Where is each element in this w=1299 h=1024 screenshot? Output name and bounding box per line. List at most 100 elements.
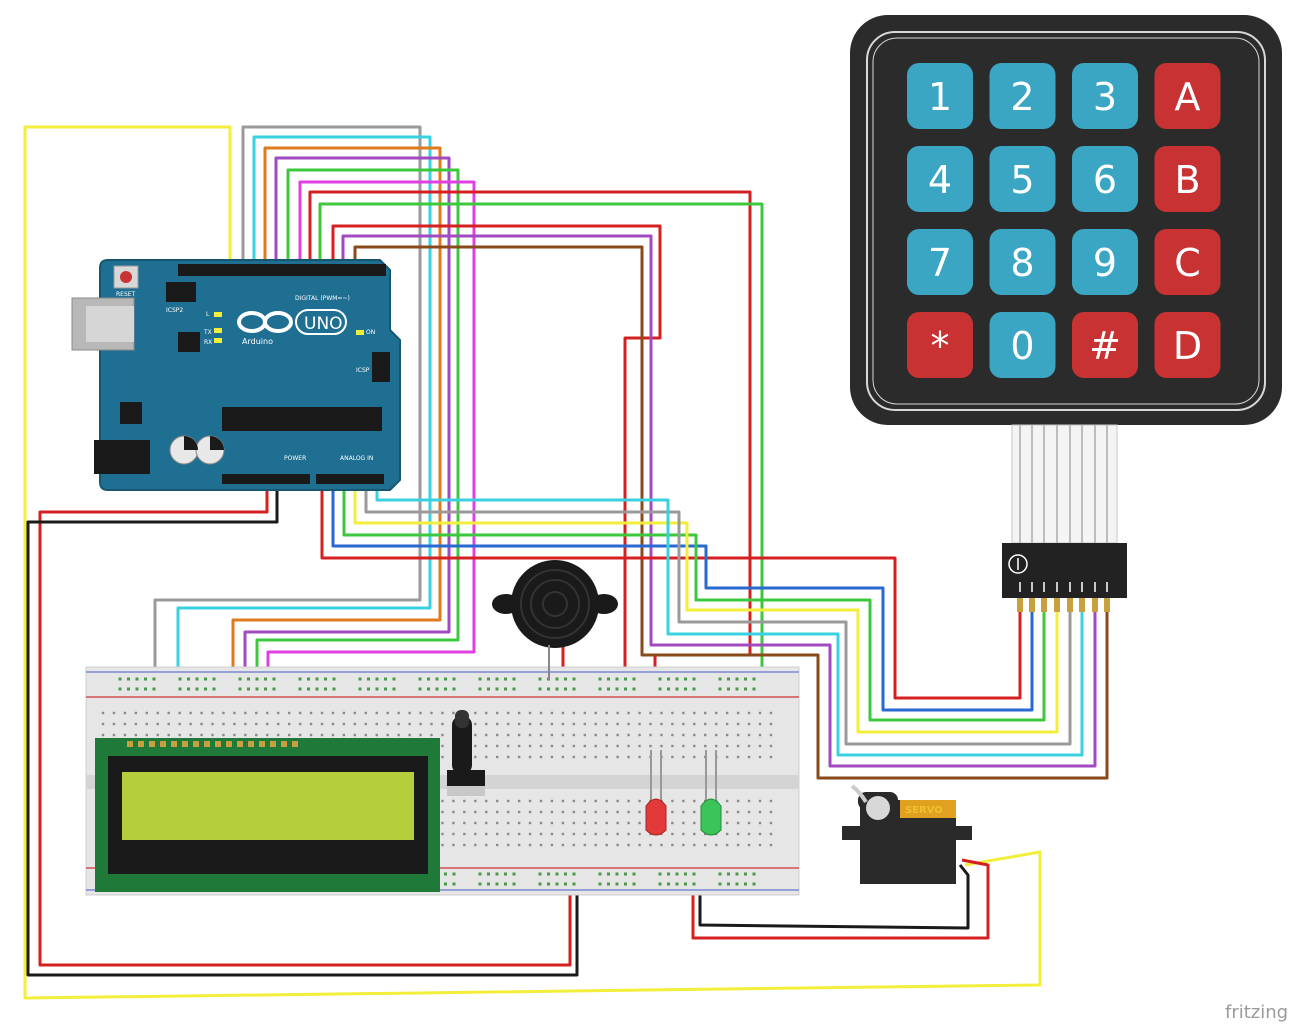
rail-hole: [324, 687, 327, 691]
lcd-display: [95, 738, 440, 892]
bb-hole: [671, 832, 674, 836]
rail-hole: [564, 677, 567, 681]
rail-hole: [238, 687, 242, 691]
key-a: A: [1154, 63, 1221, 129]
bb-hole: [638, 744, 641, 748]
bb-hole: [441, 832, 444, 836]
rail-hole: [324, 677, 327, 681]
bb-hole: [693, 733, 696, 737]
bb-hole: [693, 821, 696, 825]
bb-hole: [616, 821, 619, 825]
bb-hole: [244, 711, 247, 715]
bb-hole: [715, 711, 718, 715]
lcd-pin: [292, 741, 298, 747]
bb-hole: [277, 711, 280, 715]
wire-purple-d10: [243, 156, 451, 725]
bb-hole: [682, 744, 685, 748]
wire-cyan-d12: [176, 135, 432, 725]
bb-hole: [769, 821, 773, 825]
bb-hole: [353, 711, 357, 715]
bb-hole: [736, 843, 740, 847]
bb-hole: [736, 810, 740, 814]
bb-hole: [693, 755, 696, 759]
lcd-pin: [127, 741, 133, 747]
rail-hole: [632, 687, 636, 691]
bb-hole: [747, 722, 751, 726]
bb-hole: [572, 832, 576, 836]
bb-hole: [550, 832, 554, 836]
bb-hole: [594, 711, 597, 715]
bb-hole: [134, 711, 138, 715]
bb-hole: [660, 744, 663, 748]
bb-hole: [485, 755, 488, 759]
rail-hole: [718, 872, 722, 876]
key-6: 6: [1072, 146, 1138, 212]
rail-hole: [615, 677, 619, 681]
bb-hole: [561, 733, 565, 737]
bb-hole: [430, 711, 433, 715]
rail-hole: [684, 872, 687, 876]
wire-gray-a4: [364, 478, 1072, 746]
bb-hole: [671, 755, 674, 759]
bb-hole: [693, 832, 696, 836]
bb-hole: [594, 832, 597, 836]
lcd-pin: [182, 741, 188, 747]
bb-hole: [463, 843, 466, 847]
bb-hole: [145, 711, 148, 715]
bb-hole: [441, 799, 444, 803]
bb-hole: [583, 821, 586, 825]
wire-cyan-a5: [375, 478, 1084, 757]
bb-hole: [123, 711, 127, 715]
servo-label: SERVO: [905, 805, 943, 816]
rail-hole: [752, 882, 756, 886]
bb-hole: [704, 744, 707, 748]
power-label: POWER: [284, 455, 306, 462]
bb-hole: [583, 744, 586, 748]
bb-hole: [320, 722, 324, 726]
bb-hole: [747, 744, 751, 748]
bb-hole: [758, 843, 762, 847]
bb-hole: [364, 722, 367, 726]
bb-hole: [528, 832, 532, 836]
bb-hole: [704, 711, 707, 715]
bb-hole: [594, 744, 597, 748]
rail-hole: [624, 687, 627, 691]
wire-yellow-a3: [353, 478, 1059, 734]
bb-hole: [539, 722, 543, 726]
rail-hole: [658, 882, 662, 886]
rail-hole: [564, 687, 567, 691]
bb-hole: [506, 810, 510, 814]
rail-hole: [718, 677, 722, 681]
rail-hole: [487, 872, 490, 876]
bb-hole: [211, 733, 214, 737]
key-face: [989, 146, 1056, 212]
rail-hole: [727, 687, 730, 691]
key-label: 5: [1010, 158, 1034, 202]
bb-hole: [496, 733, 499, 737]
rail-hole: [607, 687, 610, 691]
rail-hole: [272, 677, 276, 681]
bb-hole: [583, 799, 586, 803]
bb-hole: [200, 733, 203, 737]
lcd-pin: [237, 741, 243, 747]
bb-hole: [386, 722, 389, 726]
bb-hole: [485, 832, 488, 836]
bb-hole: [627, 755, 630, 759]
rail-hole: [615, 872, 619, 876]
wire-black-gnd: [26, 478, 579, 977]
icsp-label: ICSP: [356, 367, 370, 374]
rail-hole: [195, 687, 199, 691]
bb-hole: [539, 821, 543, 825]
rail-hole: [752, 677, 756, 681]
bb-hole: [506, 821, 510, 825]
bb-hole: [539, 832, 543, 836]
bb-hole: [758, 832, 762, 836]
rail-hole: [684, 687, 687, 691]
bb-hole: [605, 810, 608, 814]
key-2: 2: [989, 63, 1056, 129]
key-3: 3: [1072, 63, 1138, 129]
bb-hole: [452, 711, 455, 715]
lcd-pin: [281, 741, 287, 747]
bb-hole: [747, 755, 751, 759]
